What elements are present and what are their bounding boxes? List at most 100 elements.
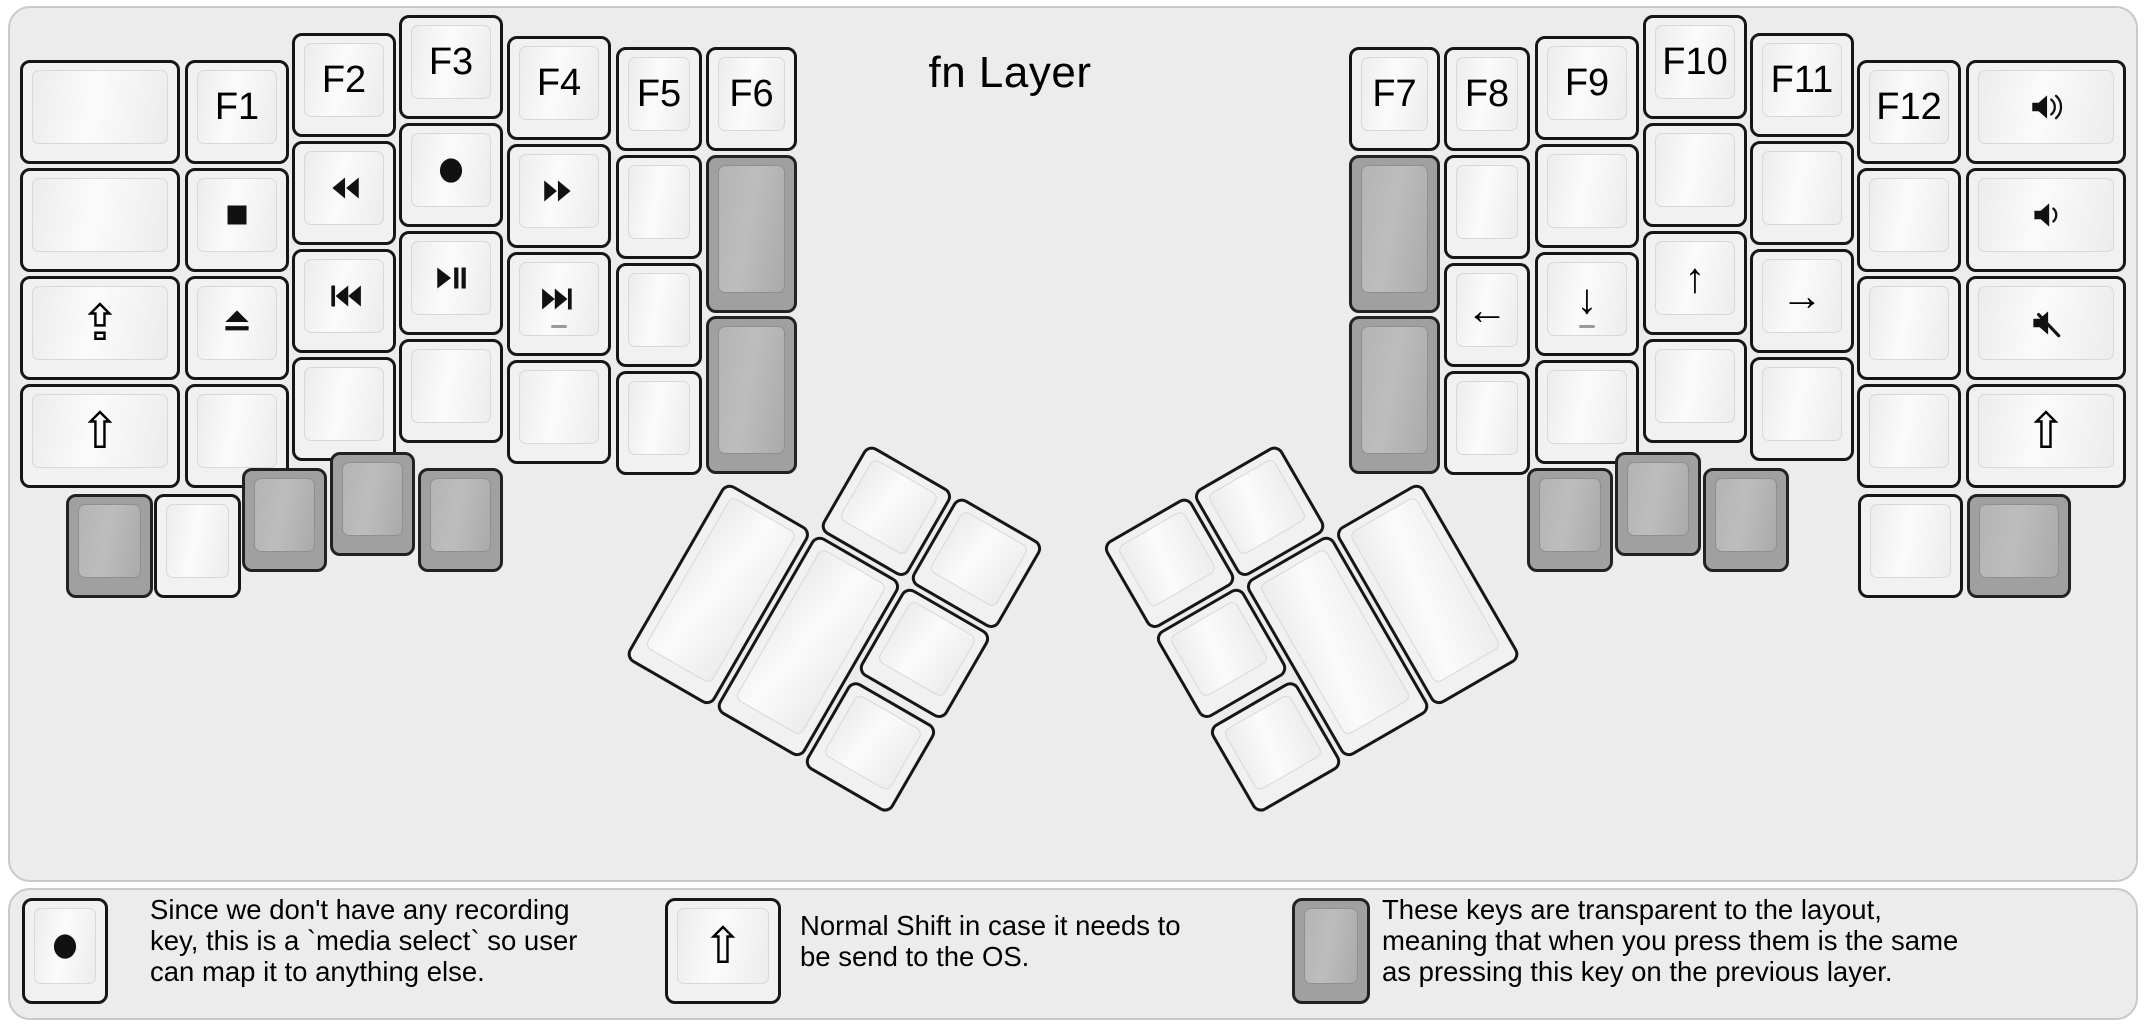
shift-icon: ⇧ [702,918,744,974]
keycap-top [304,151,384,225]
key-blank [616,155,702,259]
key-blank [1857,276,1961,380]
keycap-top [34,908,96,984]
key-blank [1444,371,1530,475]
keycap-top [1547,370,1627,444]
record-icon [53,934,77,959]
keycap-top [304,367,384,441]
keycap-top [1869,178,1949,252]
key-label: F12 [1876,85,1942,128]
volume-up-icon [2032,94,2063,120]
keycap-top: → [1762,259,1842,333]
key-f2: F2 [292,33,396,137]
keycap-top [78,504,141,578]
keycap-top [411,241,491,315]
keycap-top [1655,133,1735,207]
key-blank [20,168,180,272]
arrow-up-icon: ↑ [1684,254,1706,301]
key-blank [1857,384,1961,488]
keycap-top [1979,504,2059,578]
stop-icon [227,205,247,225]
keycap-top [166,504,229,578]
keycap-top [32,178,168,252]
key-blank [1535,144,1639,248]
key-blank [1750,141,1854,245]
key-blank [1643,123,1747,227]
volume-down-icon [2034,203,2058,227]
keycap-top [411,349,491,423]
key-blank [616,371,702,475]
homing-bar [1579,325,1595,328]
legend-key-transparent [1292,898,1370,1004]
prev-track-icon [331,285,361,307]
key-label: F11 [1770,58,1834,101]
key-label: F10 [1662,40,1728,83]
keycap-top [197,178,277,252]
keycap-top [342,462,403,536]
key-blank [1444,155,1530,259]
key-shift: ⇧ [20,384,180,488]
key-transparent [1349,155,1440,313]
key-transparent [706,155,797,313]
keycap-top: F12 [1869,70,1949,144]
keycap-top [1715,478,1777,552]
record-icon [439,158,463,183]
play-pause-icon [437,267,466,289]
keycap-top: F3 [411,25,491,99]
key-transparent [330,452,415,556]
keycap-top [32,70,168,144]
key-transparent [242,468,327,572]
key-blank [399,339,503,443]
keycap-top [254,478,315,552]
keycap-top [197,286,277,360]
keycap-top: F2 [304,43,384,117]
keycap-top [1762,367,1842,441]
legend-record-text: Since we don't have any recording key, t… [150,894,578,987]
keycap-top [1361,165,1428,293]
key-arrow-left: ← [1444,263,1530,367]
legend-shift-text: Normal Shift in case it needs to be send… [800,910,1181,972]
keycap-top [1304,908,1358,984]
keycap-top [1627,462,1689,536]
arrow-down-icon: ↓ [1576,275,1598,322]
keycap-top [1361,326,1428,454]
keycap-top [1762,151,1842,225]
keycap-top [1978,178,2114,252]
page-title: fn Layer [928,48,1092,97]
key-shift: ⇧ [1966,384,2126,488]
eject-icon [225,310,249,331]
keycap-top: F6 [718,57,785,131]
key-prev-track [292,249,396,353]
shift-icon: ⇧ [2025,403,2067,459]
key-volume-up [1966,60,2126,164]
key-blank [154,494,241,598]
arrow-left-icon: ← [1466,286,1508,333]
key-f1: F1 [185,60,289,164]
key-label: F2 [321,58,367,101]
key-play-pause [399,231,503,335]
key-transparent [706,316,797,474]
keycap-top [1456,381,1518,455]
key-label: F7 [1372,72,1417,115]
keycap-top: F11 [1762,43,1842,117]
legend-transparent-text: These keys are transparent to the layout… [1382,894,1959,987]
key-transparent [418,468,503,572]
key-caps-lock: ⇪ [20,276,180,380]
keycap-top: F7 [1361,57,1428,131]
keycap-top [1978,286,2114,360]
key-label: F9 [1564,61,1610,104]
key-f7: F7 [1349,47,1440,151]
caps-lock-icon: ⇪ [79,295,121,351]
keycap-top [411,133,491,207]
keycap-top [304,259,384,333]
key-label: F3 [428,40,474,83]
key-blank [185,384,289,488]
key-mute [1966,276,2126,380]
keycap-top [1978,70,2114,144]
key-eject [185,276,289,380]
keycap-top [628,381,690,455]
legend-panel [8,888,2138,1020]
key-transparent [1615,452,1701,556]
key-arrow-right: → [1750,249,1854,353]
mute-icon [2033,311,2061,338]
